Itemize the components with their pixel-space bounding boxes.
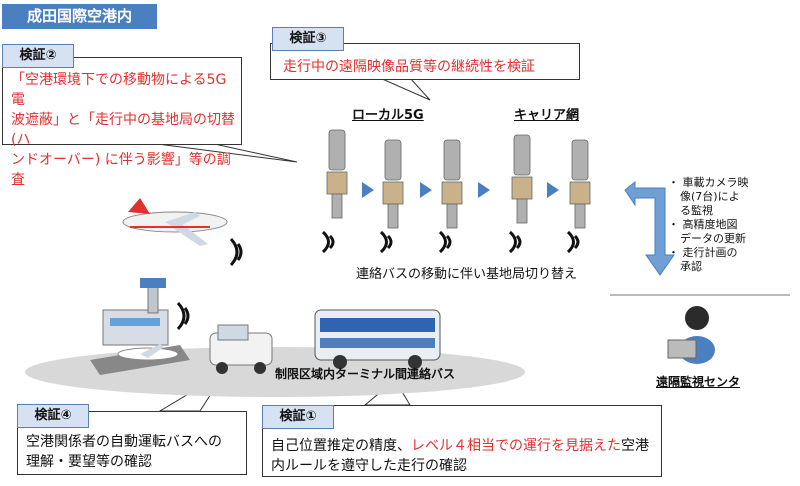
v1-text: 自己位置推定の精度、レベル４相当での運行を見据えた空港 内ルールを遵守した走行の…	[263, 406, 661, 476]
v1-line2: 内ルールを遵守した走行の確認	[271, 458, 467, 474]
v1-tag: 検証①	[262, 405, 334, 429]
parked-airplane-icon	[117, 344, 179, 361]
v2-line1: 「空港環境下での移動物による5G電	[11, 72, 227, 108]
carrier-label: キャリア網	[514, 108, 580, 123]
v3-callout-tail	[379, 77, 431, 101]
v2-tag: 検証②	[2, 44, 74, 68]
handover-label: 連絡バスの移動に伴い基地局切り替え	[356, 267, 578, 282]
v2-callout: 「空港環境下での移動物による5G電 波遮蔽」と「走行中の基地局の切替(ハ ンドオ…	[2, 57, 242, 188]
v2-line2: 波遮蔽」と「走行中の基地局の切替(ハ	[11, 112, 235, 148]
note-1: ・ 車載カメラ映	[668, 176, 749, 189]
page-title: 成田国際空港内	[2, 4, 157, 29]
v4-line1: 空港関係者の自動運転バスへの	[26, 434, 222, 450]
signal-wave-icon	[176, 230, 580, 331]
v3-text: 走行中の遠隔映像品質等の継続性を検証	[283, 59, 535, 75]
bus-icon	[314, 309, 441, 369]
v4-text: 空港関係者の自動運転バスへの 理解・要望等の確認	[18, 412, 246, 472]
v4-tag: 検証④	[17, 404, 89, 428]
handover-arrow-icon	[362, 182, 559, 198]
operator-icon	[610, 294, 790, 364]
bus-label: 制限区域内ターミナル間連絡バス	[275, 367, 456, 381]
terminal-building-icon	[90, 278, 190, 375]
v2-text: 「空港環境下での移動物による5G電 波遮蔽」と「走行中の基地局の切替(ハ ンドオ…	[3, 58, 241, 190]
local5g-label: ローカル5G	[352, 108, 424, 123]
v3-callout: 走行中の遠隔映像品質等の継続性を検証	[270, 43, 580, 80]
v2-line3: ンドオーバー) に伴う影響」等の調査	[11, 152, 231, 188]
airplane-icon	[122, 198, 228, 246]
tug-vehicle-icon	[209, 324, 273, 374]
antenna-icon	[326, 129, 591, 229]
notes-list: ・ 車載カメラ映 像(7台)によ る監視 ・ 高精度地図 データの更新 ・ 走行…	[668, 176, 749, 273]
v3-tag: 検証③	[272, 27, 344, 51]
note-2: ・ 高精度地図	[668, 218, 738, 231]
note-3: ・ 走行計画の	[668, 246, 738, 259]
center-label: 遠隔監視センタ	[656, 375, 741, 389]
uplink-arrow-icon	[624, 180, 675, 276]
v4-line2: 理解・要望等の確認	[26, 454, 152, 470]
v1-line1: 自己位置推定の精度、レベル４相当での運行を見据えた空港	[271, 438, 649, 454]
